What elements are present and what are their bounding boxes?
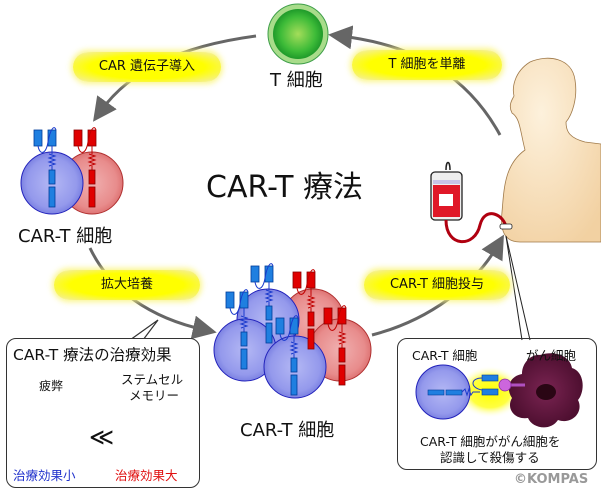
mechanism-caption-line2: 認識して殺傷する bbox=[440, 450, 540, 465]
t-cell-label: T 細胞 bbox=[270, 70, 323, 91]
mechanism-box: CAR-T 細胞 がん細胞 CAR-T 細胞ががん細胞を 認識して殺傷する bbox=[397, 338, 597, 470]
treatment-effect-box: CAR-T 療法の治療効果 疲弊 ステムセル メモリー ≪ 治療効果小 治療効果… bbox=[6, 338, 200, 488]
car-t-cells-left-icon bbox=[20, 127, 124, 215]
callout-pointer-2 bbox=[505, 235, 523, 341]
step-car-gene-transfer: CAR 遺伝子導入 bbox=[73, 52, 221, 82]
comparison-symbol: ≪ bbox=[89, 423, 115, 451]
blood-bag-icon bbox=[430, 161, 513, 244]
step-expansion-culture: 拡大培養 bbox=[54, 270, 200, 300]
copyright: ©KOMPAS bbox=[514, 472, 589, 487]
patient-illustration bbox=[501, 57, 601, 243]
mechanism-car-t-label: CAR-T 細胞 bbox=[412, 348, 478, 363]
effect-box-title: CAR-T 療法の治療効果 bbox=[13, 346, 172, 364]
car-t-kills-cancer-illustration bbox=[415, 353, 583, 428]
arrow-cart-to-expansion bbox=[88, 247, 217, 340]
stem-memory-label-line2: メモリー bbox=[129, 388, 180, 403]
stem-memory-label-line1: ステムセル bbox=[121, 372, 184, 387]
mechanism-caption-line1: CAR-T 細胞ががん細胞を bbox=[420, 434, 561, 449]
diagram-title: CAR-T 療法 bbox=[206, 170, 364, 205]
car-t-cell-label-left: CAR-T 細胞 bbox=[18, 226, 113, 247]
callout-pointer bbox=[505, 235, 531, 341]
large-effect-label: 治療効果大 bbox=[115, 468, 178, 483]
mechanism-cancer-label: がん細胞 bbox=[526, 348, 577, 363]
car-t-cell-label-center: CAR-T 細胞 bbox=[240, 420, 335, 441]
step-car-t-administration: CAR-T 細胞投与 bbox=[364, 270, 510, 300]
exhausted-label: 疲弊 bbox=[39, 379, 64, 393]
effect-callout-pointer bbox=[129, 319, 159, 341]
step-isolate-t-cells: T 細胞を単離 bbox=[352, 50, 502, 80]
t-cell-icon bbox=[267, 3, 329, 65]
small-effect-label: 治療効果小 bbox=[13, 468, 76, 483]
car-t-cells-expanded-icon bbox=[213, 263, 372, 399]
